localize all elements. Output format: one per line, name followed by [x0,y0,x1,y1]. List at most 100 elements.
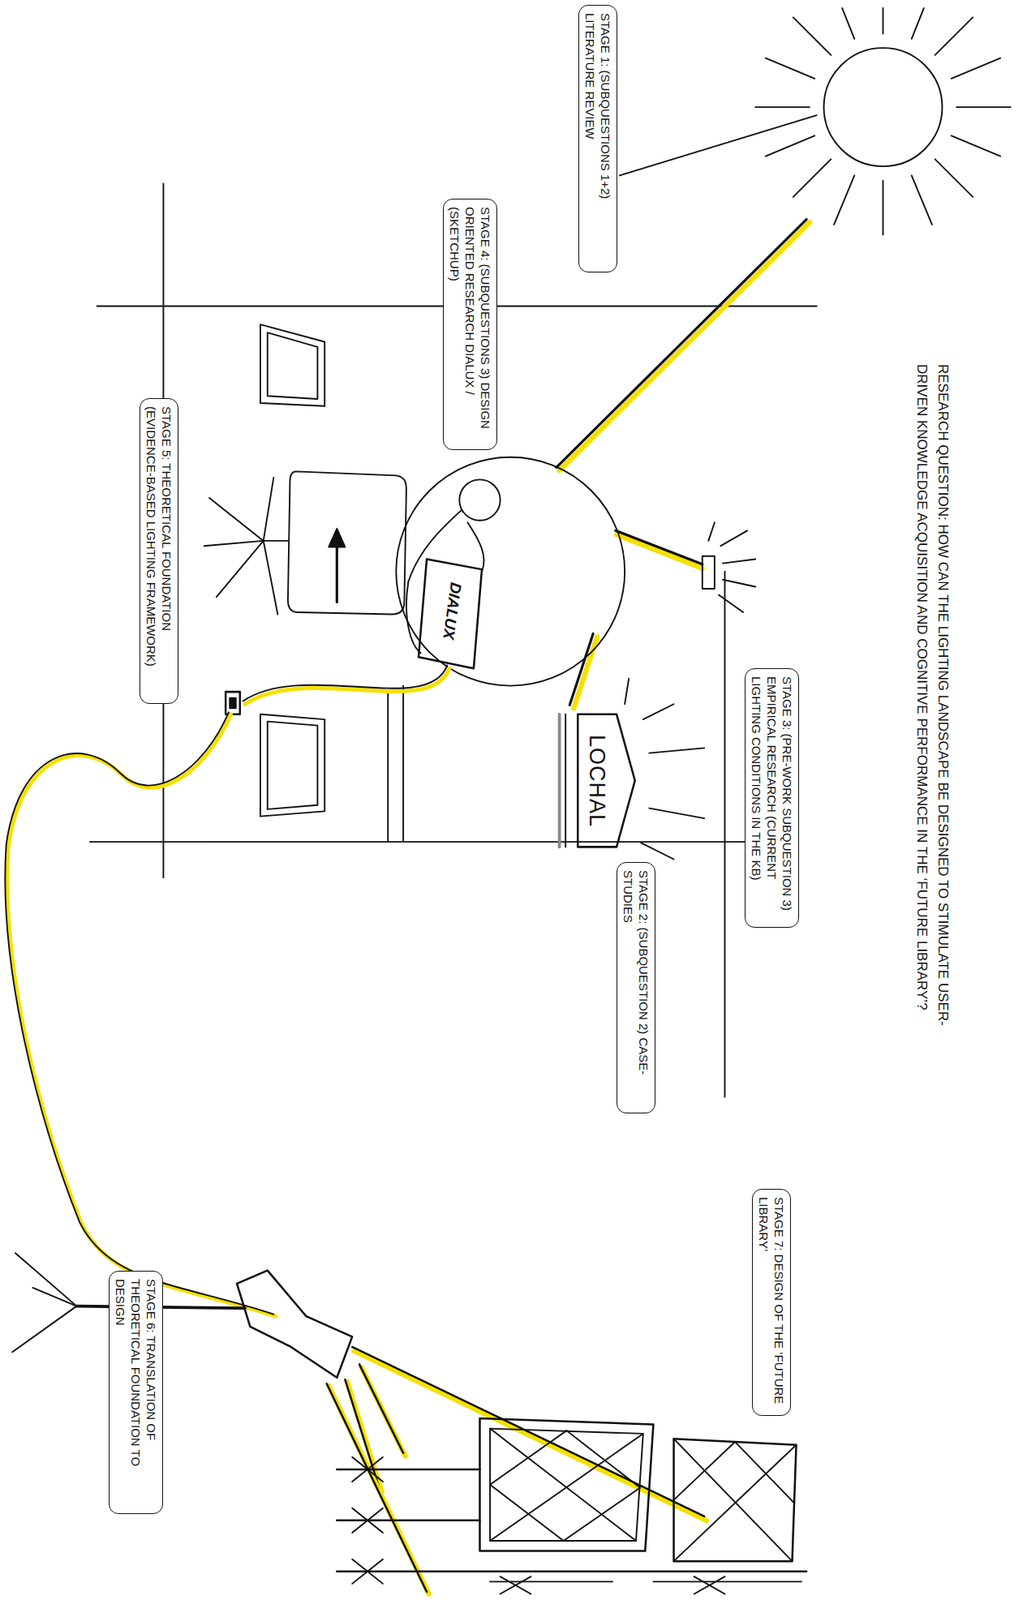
floor-lamp-part [32,1288,77,1307]
lochal-sign-part [643,704,675,720]
office-chair [204,471,407,615]
future-library-building-part [352,1559,383,1585]
lochal-sign-part [577,714,635,848]
future-library-building-part [336,1571,807,1574]
light-beams [556,219,810,710]
lochal-sign [559,678,705,860]
direction-arrow-part [328,528,345,548]
laptop-part [418,559,482,670]
stage-box: STAGE 1: (SUBQUESTIONS 1+2) LITERATURE R… [578,4,618,273]
lochal-sign-part [640,842,674,860]
windows-part [267,721,318,810]
future-library-building-part [336,1469,480,1472]
sun-part [951,58,1001,79]
future-library-building-part [336,1520,480,1523]
stage-box: STAGE 6: TRANSLATION OF THEORETICAL FOUN… [108,1271,164,1515]
future-library-building-part [563,1488,641,1542]
future-library-building-part [694,1577,726,1595]
leader-line [619,115,817,176]
stage-box: STAGE 3: (PRE-WORK SUBQUESTION 3) EMPIRI… [744,668,800,929]
ceiling-lamp-part [708,522,715,542]
office-chair-part [263,477,275,542]
stage-text: STAGE 3: (PRE-WORK SUBQUESTION 3) EMPIRI… [748,676,795,920]
office-chair-part [263,541,279,615]
sun-part [793,17,832,56]
lochal-sign-part [558,714,562,848]
sun-part [882,180,885,236]
light-beams-part [569,633,593,705]
sun-part [824,47,943,167]
desk-part [402,686,404,843]
sun-part [833,175,855,224]
stage-text: STAGE 6: TRANSLATION OF THEORETICAL FOUN… [112,1279,159,1507]
research-question: RESEARCH QUESTION: HOW CAN THE LIGHTING … [910,360,954,1075]
room-lines-part [90,841,761,843]
future-library-building-part [352,1457,383,1483]
sun-part [911,8,924,39]
power-cable-part [4,712,274,1315]
ceiling-lamp-part [702,556,715,589]
laptop [418,559,482,670]
floor-lamp-part [236,1271,353,1379]
future-library-building-part [489,1485,564,1542]
office-chair-part [263,540,288,542]
ceiling-lamp-part [720,530,748,546]
screen-text: DIALUX [438,580,465,641]
sun-part [755,106,810,108]
office-chair-part [216,541,264,598]
future-library-building-part [734,1442,795,1504]
lochal-sign-part [624,678,629,705]
light-beams-part [615,530,703,565]
floor-lamp-part [326,1383,427,1593]
ceiling-lamp-part [722,559,756,564]
future-library-building-part [674,1442,735,1501]
future-library-building-part [674,1439,797,1562]
sun-part [951,135,1001,156]
ceiling-lamp-part [718,595,744,613]
direction-arrow-part [335,538,339,602]
floor-lamp-part [12,1306,77,1354]
person-part [406,581,422,654]
future-library-building-part [674,1439,793,1562]
sun-part [765,58,815,79]
future-library-building-part [352,1508,383,1534]
windows-part [260,714,325,817]
future-library-building-part [352,1508,383,1534]
desk-part [386,694,389,843]
office-chair-part [204,541,264,546]
desk [387,686,404,843]
person-part [459,479,500,520]
leader-line-part [619,115,817,176]
future-library-building [336,1418,807,1595]
sun [755,8,1011,235]
future-library-building-part [566,1430,641,1488]
stage-box: STAGE 5: THEORETICAL FOUNDATION (EVIDENC… [139,398,179,705]
sun-part [793,158,832,198]
lochal-sign-part [648,808,705,820]
stage-text: STAGE 5: THEORETICAL FOUNDATION (EVIDENC… [143,406,175,697]
future-library-building-part [352,1457,383,1483]
spotlight-circle-part [395,457,625,687]
future-library-building-part [489,1429,636,1542]
person-part [467,522,484,572]
stage-box: STAGE 4: (SUBQUESTIONS 3) DESIGN ORIENTE… [442,198,498,451]
power-cable-part [243,665,448,701]
direction-arrow [328,528,345,603]
office-chair-part [287,471,407,615]
light-beams-part [573,636,598,709]
lochal-sign-part [564,714,567,848]
future-library-building-part [489,1434,644,1542]
floor-lamp [12,1253,707,1595]
windows-part [260,324,325,407]
floor-lamp-part [15,1253,77,1307]
future-library-building-part [674,1445,797,1562]
future-library-building-part [479,1418,654,1552]
light-beams-part [616,534,703,569]
future-library-building-part [694,1577,726,1595]
sun-part [842,8,855,39]
stage-text: STAGE 4: (SUBQUESTIONS 3) DESIGN ORIENTE… [446,206,494,443]
future-library-building-part [489,1429,644,1542]
stage-text: STAGE 7: DESIGN OF THE ‘FUTURE LIBRARY’ [756,1197,787,1409]
future-library-building-part [489,1430,567,1486]
